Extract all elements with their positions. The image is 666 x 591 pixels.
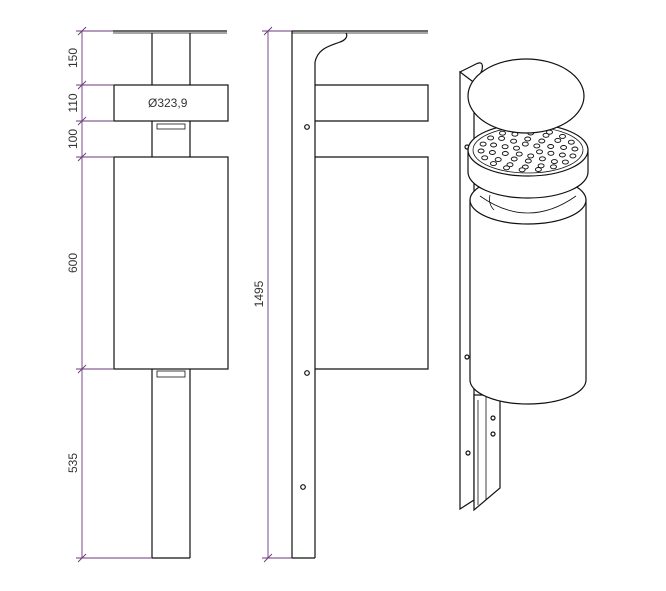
iso-cylinder [469, 199, 587, 405]
dim-top-cap: 150 [66, 48, 80, 68]
side-view [291, 30, 429, 559]
side-hole [304, 370, 310, 376]
ashtray-hole [547, 150, 555, 156]
ashtray-hole [481, 155, 489, 161]
ashtray-hole [501, 144, 509, 150]
ashtray-hole [567, 139, 575, 145]
ashtray-hole [569, 153, 577, 159]
dim-total: 1495 [252, 280, 266, 307]
ashtray-hole [554, 137, 562, 143]
ashtray-hole [515, 151, 523, 157]
front-view: Ø323,9 [113, 30, 229, 559]
ashtray-hole [534, 167, 542, 172]
ashtray-hole [490, 142, 498, 148]
front-body [113, 156, 229, 370]
ashtray-hole [494, 157, 502, 163]
dim-body: 600 [66, 253, 80, 273]
ashtray-hole [558, 152, 566, 158]
ashtray-hole [501, 151, 509, 156]
ashtray-hole [487, 135, 495, 141]
ashtray-hole [571, 146, 579, 152]
ashtray-hole [524, 136, 532, 142]
ashtray-hole [521, 141, 529, 147]
ashtray-hole [510, 156, 518, 162]
ashtray-hole [524, 158, 532, 164]
ashtray-hole [498, 135, 506, 141]
side-hole [304, 124, 310, 130]
isometric-view [458, 58, 589, 512]
ashtray-hole [479, 141, 487, 147]
ashtray-hole [510, 138, 518, 144]
ashtray-hole [499, 130, 506, 136]
ashtray-hole [503, 165, 510, 171]
ashtray-hole [488, 150, 496, 155]
ashtray-hole [536, 149, 543, 155]
iso-lid [467, 58, 585, 134]
front-ring [113, 84, 229, 122]
side-ring [315, 84, 429, 122]
ashtray-hole [527, 153, 535, 159]
ashtray-hole [513, 145, 520, 151]
dim-ring: 110 [66, 93, 80, 112]
ashtray-hole [550, 159, 558, 165]
ashtray-hole [559, 133, 566, 139]
side-body [315, 156, 429, 370]
ashtray-hole [538, 138, 546, 144]
ashtray-hole [490, 161, 497, 167]
ashtray-hole [550, 164, 557, 170]
dimension-total: 1495 [252, 26, 292, 563]
ashtray-hole [561, 159, 569, 165]
ashtray-hole [538, 156, 546, 162]
ashtray-hole [518, 167, 526, 173]
dim-post: 535 [66, 453, 80, 473]
ashtray-hole [547, 144, 555, 149]
dimension-chain: 150 110 100 600 535 [66, 26, 152, 563]
side-hole [300, 484, 306, 490]
ashtray-hole [533, 143, 541, 149]
diameter-label: Ø323,9 [148, 96, 188, 110]
ashtray-hole [477, 148, 485, 154]
dim-gap: 100 [66, 129, 80, 149]
ashtray-hole [560, 145, 568, 150]
